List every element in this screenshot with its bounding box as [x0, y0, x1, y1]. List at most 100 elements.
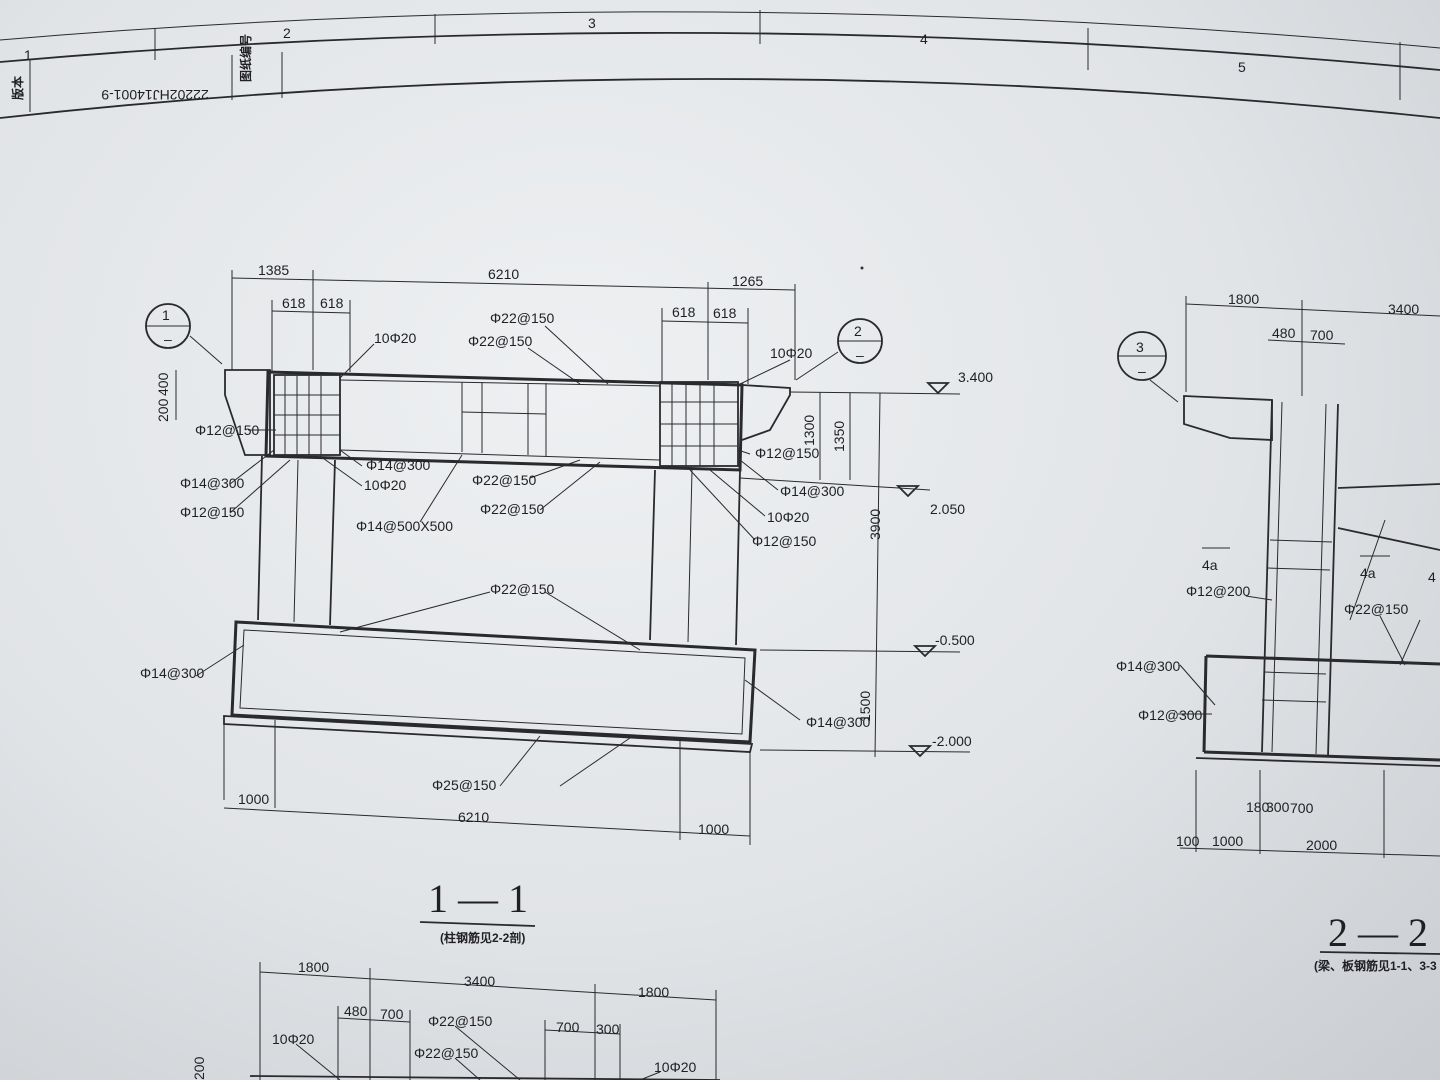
rebar-label: Φ14@300 [180, 475, 245, 491]
elevation-minus-0500: -0.500 [935, 632, 975, 648]
rebar-label: Φ22@150 [490, 581, 555, 597]
section-1-1-structure [223, 369, 791, 753]
dim-sub-618-a: 618 [282, 295, 306, 311]
elevation-minus-2000: -2.000 [932, 733, 972, 749]
dim-3-3-1800-left: 1800 [298, 959, 329, 975]
grid-number-5: 5 [1238, 59, 1246, 75]
dim-3-3-300: 300 [596, 1021, 620, 1037]
section-1-1-title-block: 1 — 1 (柱钢筋见2-2剖) [419, 876, 536, 945]
section-callouts: 1 2 3 – – – [145, 303, 1179, 403]
dim-3-3-200: 200 [191, 1056, 207, 1080]
grid-number-4: 4 [920, 31, 928, 47]
rebar-label-3-3: Φ22@150 [414, 1045, 479, 1061]
section-1-1-title: 1 — 1 [428, 876, 528, 921]
dim-top-6210: 6210 [488, 266, 519, 282]
rebar-label: Φ12@150 [755, 445, 820, 461]
section-callout-3: 3 [1136, 339, 1144, 355]
dim-3-3-3400: 3400 [464, 973, 495, 989]
rebar-label: Φ14@300 [806, 714, 871, 730]
dim-top-1265: 1265 [732, 273, 763, 289]
dim-2-2-100: 100 [1176, 833, 1200, 849]
dim-3-3-700-a: 700 [380, 1006, 404, 1022]
dim-sub-618-d: 618 [713, 305, 737, 321]
dim-2-2-480: 480 [1272, 325, 1296, 341]
dim-2-2-180: 180 [1246, 799, 1270, 815]
dim-right-1500: 1500 [857, 691, 873, 722]
dim-right-3900: 3900 [867, 509, 883, 540]
rebar-label: Φ22@150 [480, 501, 545, 517]
section-2-2-texts: 1800 3400 480 700 4a 4a 4 Φ12@200 Φ22@15… [1116, 291, 1440, 973]
dim-top-1385: 1385 [258, 262, 289, 278]
rebar-label: Φ14@300 [140, 665, 205, 681]
rebar-label: Φ12@150 [195, 422, 260, 438]
dim-3-3-1800-right: 1800 [638, 984, 669, 1000]
stamp-text: 图纸编号 [238, 34, 253, 82]
rebar-label: Φ22@150 [468, 333, 533, 349]
dim-2-2-3400: 3400 [1388, 301, 1419, 317]
rebar-label-2-2: Φ22@150 [1344, 601, 1409, 617]
dim-2-2-2000: 2000 [1306, 837, 1337, 853]
section-3-3-structure [249, 962, 721, 1080]
section-1-1-dimensions [175, 270, 971, 845]
rebar-label-3-3: 10Φ20 [654, 1059, 697, 1075]
section-2-2-subtitle: (梁、板钢筋见1-1、3-3 [1314, 958, 1437, 973]
elevation-2050: 2.050 [930, 501, 965, 517]
section-2-2-structure [1178, 296, 1440, 858]
stray-dot [860, 266, 864, 270]
dim-bottom-1000-right: 1000 [698, 821, 729, 837]
dim-2-2-300: 300 [1266, 799, 1290, 815]
dim-right-1350: 1350 [831, 421, 847, 452]
section-1-1-dim-texts: 1385 6210 1265 618 618 618 618 200 400 1… [155, 262, 993, 837]
grid-number-1: 1 [24, 47, 32, 63]
callout-dash: – [1138, 363, 1146, 379]
rebar-label: 10Φ20 [364, 477, 407, 493]
dim-bottom-1000-left: 1000 [238, 791, 269, 807]
rebar-label-2-2: Φ12@300 [1138, 707, 1203, 723]
rebar-label-2-2: Φ14@300 [1116, 658, 1181, 674]
dim-2-2-1800: 1800 [1228, 291, 1259, 307]
rebar-label: Φ14@300 [780, 483, 845, 499]
elevation-3400: 3.400 [958, 369, 993, 385]
rebar-label-2-2: Φ12@200 [1186, 583, 1251, 599]
side-text: 版本 [10, 76, 25, 100]
rebar-label: Φ12@150 [752, 533, 817, 549]
dim-2-2-700: 700 [1290, 800, 1314, 816]
grid-number-3: 3 [588, 15, 596, 31]
dim-right-1300: 1300 [801, 415, 817, 446]
section-callout-1: 1 [162, 307, 170, 323]
callout-dash: – [164, 331, 172, 347]
dim-sub-618-c: 618 [672, 304, 696, 320]
rebar-label: 10Φ20 [770, 345, 813, 361]
dim-3-3-480: 480 [344, 1003, 368, 1019]
rebar-label: 10Φ20 [767, 509, 810, 525]
callout-dash: – [856, 347, 864, 363]
dim-left-200: 200 [155, 398, 171, 422]
dim-sub-618-b: 618 [320, 295, 344, 311]
rebar-label: Φ25@150 [432, 777, 497, 793]
mark-4a-left: 4a [1202, 557, 1218, 573]
title-strip: 1 2 3 4 5 22202HJ14001-9 图纸编号 版本 [0, 10, 1440, 119]
mark-4a-right: 4a [1360, 565, 1376, 581]
section-1-1-subtitle: (柱钢筋见2-2剖) [440, 930, 525, 945]
rebar-label: 10Φ20 [374, 330, 417, 346]
mark-4: 4 [1428, 569, 1436, 585]
section-3-3-texts: 1800 3400 1800 480 700 700 300 10Φ20 Φ22… [191, 959, 697, 1080]
dim-bottom-6210: 6210 [458, 809, 489, 825]
rebar-label-3-3: Φ22@150 [428, 1013, 493, 1029]
rebar-label: Φ14@500X500 [356, 518, 453, 534]
section-1-1-rebar-labels: 10Φ20 Φ22@150 Φ22@150 10Φ20 Φ12@150 Φ14@… [140, 310, 871, 793]
dim-2-2-700: 700 [1310, 327, 1334, 343]
rebar-label: Φ12@150 [180, 504, 245, 520]
dim-2-2-1000: 1000 [1212, 833, 1243, 849]
dim-3-3-700-b: 700 [556, 1019, 580, 1035]
rebar-label: Φ22@150 [472, 472, 537, 488]
rebar-label-3-3: 10Φ20 [272, 1031, 315, 1047]
section-2-2-title: 2 — 2 [1328, 910, 1428, 955]
drawing-number: 22202HJ14001-9 [101, 87, 209, 103]
section-callout-2: 2 [854, 323, 862, 339]
dim-left-400: 400 [155, 372, 171, 396]
grid-number-2: 2 [283, 25, 291, 41]
rebar-label: Φ22@150 [490, 310, 555, 326]
